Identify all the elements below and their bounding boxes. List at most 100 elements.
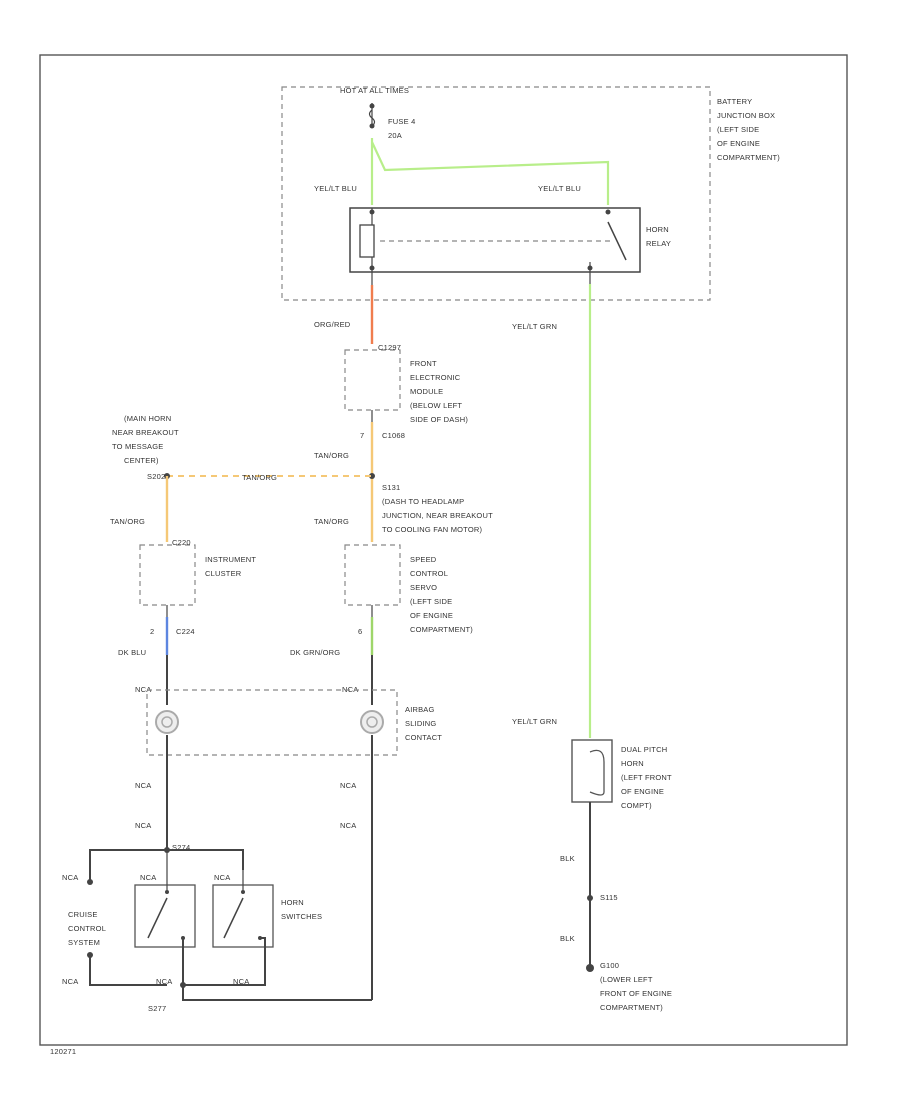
nca-mid-right-1-label: NCA [340, 781, 356, 790]
fem-connector-top-label: C1297 [378, 343, 401, 352]
wire-dk-blu-label: DK BLU [118, 648, 146, 657]
horn-switch-2-blade [223, 897, 244, 939]
horn-switch-1 [134, 884, 196, 948]
wire-yel-blu-right-label: YEL/LT BLU [538, 184, 581, 193]
bjb-label-line-3: (LEFT SIDE [717, 125, 759, 134]
fem-label-line-1: FRONT [410, 359, 437, 368]
wire-tan-org-1-label: TAN/ORG [314, 451, 349, 460]
horn-switches-label-line-2: SWITCHES [281, 912, 322, 921]
dual-horn-label-line-5: COMPT) [621, 801, 652, 810]
nca-sw2-label: NCA [214, 873, 230, 882]
ground-g100-icon [586, 964, 594, 972]
splice-s277-dot [180, 982, 186, 988]
relay-pin-4 [587, 265, 593, 271]
ic-connector-bottom-label: C224 [176, 627, 195, 636]
main-horn-label-line-3: TO MESSAGE [112, 442, 163, 451]
wire-tan-org-2-label: TAN/ORG [110, 517, 145, 526]
horn-relay-label-line-1: HORN [646, 225, 669, 234]
sc-label-line-5: OF ENGINE [410, 611, 453, 620]
dual-horn-label-line-3: (LEFT FRONT [621, 773, 672, 782]
relay-pin-1 [369, 209, 375, 215]
sc-label-line-3: SERVO [410, 583, 437, 592]
nca-bottom-1-label: NCA [156, 977, 172, 986]
main-horn-label-line-2: NEAR BREAKOUT [112, 428, 179, 437]
nca-cruise-bottom-label: NCA [62, 977, 78, 986]
wire-dk-grn-org-label: DK GRN/ORG [290, 648, 340, 657]
ground-desc-line-3: COMPARTMENT) [600, 1003, 663, 1012]
relay-switch-contact [607, 221, 627, 261]
ground-desc-line-1: (LOWER LEFT [600, 975, 653, 984]
s131-desc-line-1: (DASH TO HEADLAMP [382, 497, 464, 506]
cruise-label-line-1: CRUISE [68, 910, 98, 919]
sc-label-line-2: CONTROL [410, 569, 448, 578]
fuse-name-label: FUSE 4 [388, 117, 415, 126]
nca-mid-left-1-label: NCA [135, 781, 151, 790]
nca-bottom-2-label: NCA [233, 977, 249, 986]
fem-label-line-3: MODULE [410, 387, 443, 396]
dual-horn-label-line-1: DUAL PITCH [621, 745, 667, 754]
splice-s277-label: S277 [148, 1004, 166, 1013]
airbag-label-line-1: AIRBAG [405, 705, 435, 714]
nca-sw1-label: NCA [140, 873, 156, 882]
splice-s274-label: S274 [172, 843, 190, 852]
wire-nca-return [182, 938, 372, 1001]
dual-horn-label-line-4: OF ENGINE [621, 787, 664, 796]
cruise-label-line-2: CONTROL [68, 924, 106, 933]
cruise-terminal-top [87, 879, 93, 885]
ground-desc-line-2: FRONT OF ENGINE [600, 989, 672, 998]
splice-s115-dot [587, 895, 593, 901]
fuse-terminal-top [369, 103, 375, 109]
horn-icon [589, 749, 605, 796]
instrument-cluster [139, 544, 196, 606]
splice-s202-label: S202 [147, 472, 165, 481]
cruise-label-line-3: SYSTEM [68, 938, 100, 947]
fem-label-line-4: (BELOW LEFT [410, 401, 462, 410]
relay-pin-2 [605, 209, 611, 215]
wire-yel-blu-left-label: YEL/LT BLU [314, 184, 357, 193]
horn-switch-2-pin-top [241, 890, 245, 894]
splice-s115-label: S115 [600, 893, 618, 902]
nca-cruise-top-label: NCA [62, 873, 78, 882]
diagram-id-label: 120271 [50, 1047, 76, 1056]
nca-top-right-label: NCA [342, 685, 358, 694]
fuse-amp-label: 20A [388, 131, 402, 140]
airbag-contact-left-inner [161, 716, 173, 728]
bjb-label-line-1: BATTERY [717, 97, 752, 106]
ic-label-line-1: INSTRUMENT [205, 555, 256, 564]
sc-pin-label: 6 [358, 627, 362, 636]
wire-nca-switch-2-return [183, 937, 266, 986]
wire-yel-lt-blu [370, 138, 610, 205]
horn-switch-1-blade [147, 897, 168, 939]
wire-tan-org-mid-label: TAN/ORG [242, 473, 277, 482]
fem-pin-bottom-label: 7 [360, 431, 364, 440]
main-horn-label-line-1: (MAIN HORN [124, 414, 171, 423]
sc-label-line-4: (LEFT SIDE [410, 597, 452, 606]
ic-pin-label: 2 [150, 627, 154, 636]
s131-desc-line-3: TO COOLING FAN MOTOR) [382, 525, 482, 534]
fem-label-line-2: ELECTRONIC [410, 373, 461, 382]
horn-relay-box [349, 207, 641, 273]
front-electronic-module [344, 349, 401, 411]
fem-connector-bottom-label: C1068 [382, 431, 405, 440]
wire-blk-1-label: BLK [560, 854, 575, 863]
ground-g100-label: G100 [600, 961, 619, 970]
wire-yel-grn-upper-label: YEL/LT GRN [512, 322, 557, 331]
sc-label-line-1: SPEED [410, 555, 437, 564]
relay-coil [359, 224, 375, 258]
airbag-contact-right [360, 710, 384, 734]
dual-horn-label-line-2: HORN [621, 759, 644, 768]
horn-switches-label-line-1: HORN [281, 898, 304, 907]
nca-mid-right-2-label: NCA [340, 821, 356, 830]
nca-mid-left-2-label: NCA [135, 821, 151, 830]
wire-tan-org-3-label: TAN/ORG [314, 517, 349, 526]
dual-pitch-horn [571, 739, 613, 803]
bjb-label-line-4: OF ENGINE [717, 139, 760, 148]
splice-s131-dot [369, 473, 375, 479]
wire-nca-cruise-bottom [89, 955, 167, 986]
sc-label-line-6: COMPARTMENT) [410, 625, 473, 634]
airbag-contact-right-inner [366, 716, 378, 728]
horn-switch-1-pin-top [165, 890, 169, 894]
relay-pin-3 [369, 265, 375, 271]
